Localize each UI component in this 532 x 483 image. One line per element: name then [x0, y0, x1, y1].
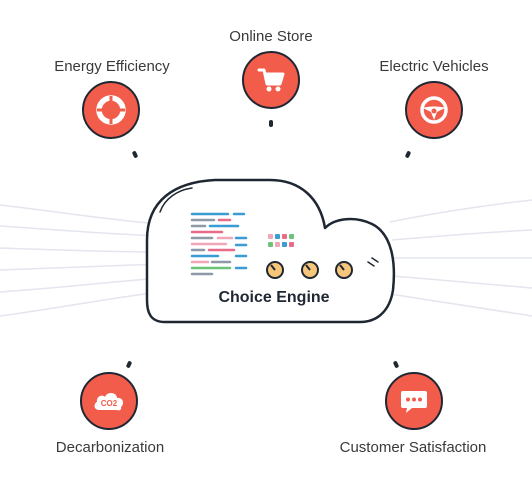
decarbonization-label: Decarbonization: [55, 439, 165, 456]
online-store-label: Online Store: [229, 28, 313, 45]
decarbonization-node[interactable]: CO2: [80, 372, 138, 430]
chat-bubble-icon: [401, 391, 427, 413]
energy-efficiency-node[interactable]: [82, 81, 140, 139]
co2-text: CO2: [101, 399, 118, 408]
shopping-cart-icon: [257, 68, 285, 92]
energy-efficiency-label: Energy Efficiency: [54, 58, 170, 75]
connector-dot: [269, 120, 273, 127]
co2-cloud-icon: CO2: [94, 392, 124, 411]
choice-engine-title: Choice Engine: [218, 289, 330, 306]
online-store-node[interactable]: [242, 51, 300, 109]
customer-satisfaction-label: Customer Satisfaction: [339, 439, 487, 456]
steering-wheel-icon: [420, 96, 448, 124]
electric-vehicles-node[interactable]: [405, 81, 463, 139]
electric-vehicles-label: Electric Vehicles: [379, 58, 489, 75]
customer-satisfaction-node[interactable]: [385, 372, 443, 430]
lifebuoy-icon: [96, 95, 126, 125]
